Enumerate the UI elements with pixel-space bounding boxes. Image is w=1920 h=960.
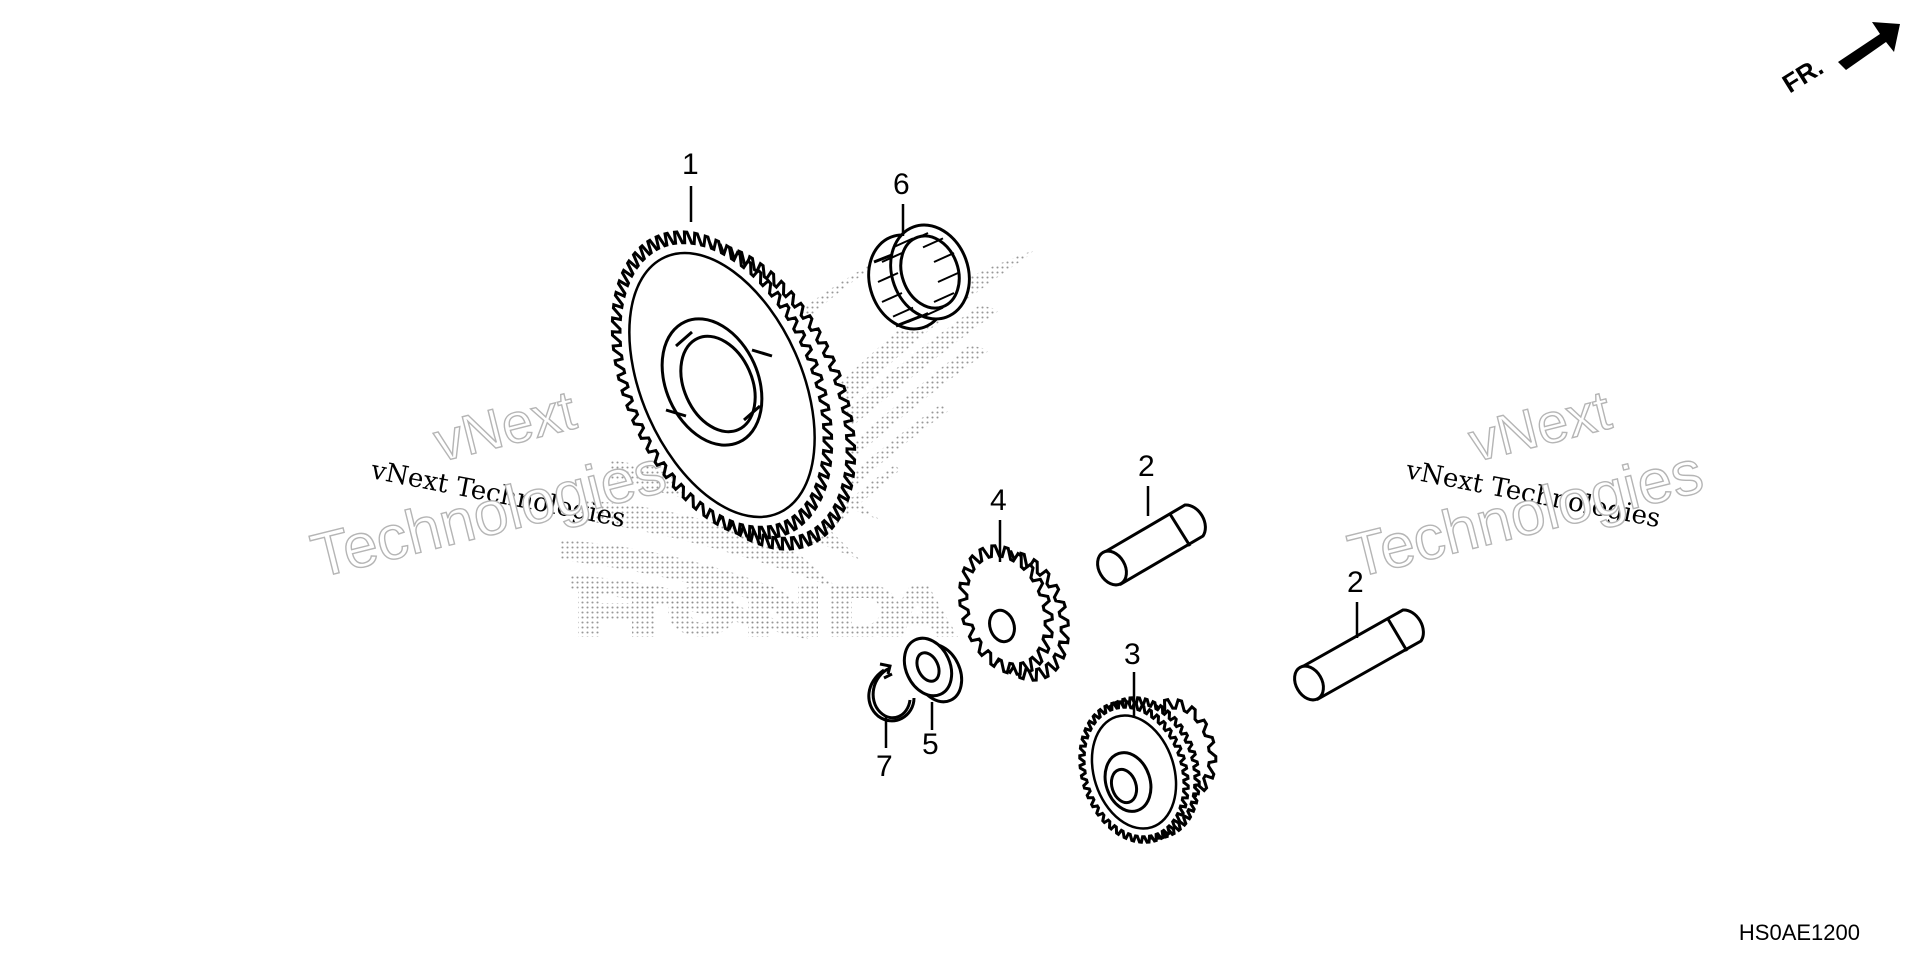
part-2-pin-upper: [1096, 503, 1207, 587]
needle-roller: [922, 306, 944, 318]
callout-7: 7: [876, 750, 893, 783]
front-direction-arrow-icon: [1838, 22, 1900, 70]
needle-roller: [922, 237, 944, 249]
callout-2-lower: 2: [1347, 566, 1364, 599]
needle-roller: [933, 252, 955, 263]
needle-roller: [881, 252, 903, 263]
gear3-bore: [1109, 767, 1139, 805]
callout-1: 1: [682, 148, 699, 181]
callout-4: 4: [990, 484, 1007, 517]
gear4-teeth: [958, 544, 1054, 676]
watermark-text-line2a: vNext: [428, 378, 583, 474]
honda-lettering-logo-icon: [578, 585, 958, 637]
part-5-washer: [902, 636, 964, 704]
part-2-pin-lower: [1293, 608, 1425, 702]
needle-roller: [892, 237, 914, 249]
part-4-small-gear: [958, 544, 1070, 682]
needle-roller: [881, 292, 903, 303]
part-6-needle-bearing: [867, 223, 971, 331]
gear4-bore: [988, 608, 1016, 644]
callout-5: 5: [922, 728, 939, 761]
needle-roller: [937, 272, 959, 283]
callout-6: 6: [893, 168, 910, 201]
needle-roller: [892, 306, 914, 318]
watermark-right: vNext Technologies vNext Technologies: [1341, 377, 1710, 592]
needle-roller: [907, 232, 929, 243]
callout-2-upper: 2: [1138, 450, 1155, 483]
diagram-code: HS0AE1200: [1738, 920, 1860, 945]
watermark-text-line2a: vNext: [1463, 378, 1618, 474]
callout-3: 3: [1124, 638, 1141, 671]
part-3-compound-gear: [1078, 696, 1218, 844]
needle-roller: [907, 312, 929, 323]
gear1-hub-bore: [679, 334, 757, 434]
needle-roller: [933, 292, 955, 303]
needle-roller: [877, 272, 899, 283]
gear1-hub-slots: [665, 330, 773, 422]
part-1-large-gear: [610, 230, 857, 551]
leader-lines: [689, 186, 1359, 748]
part-7-snap-ring: [867, 662, 916, 723]
